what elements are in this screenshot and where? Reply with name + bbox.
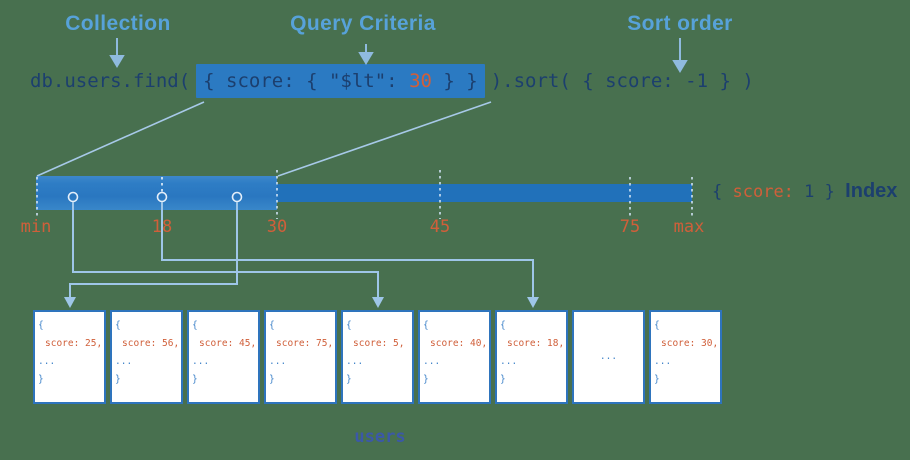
connector-to-doc-score18 (161, 202, 534, 299)
index-value: 1 (804, 182, 815, 202)
document-score: score: 40, (430, 338, 488, 349)
doc-ellipsis: ... (346, 356, 364, 367)
query-criteria-label: Query Criteria (290, 12, 436, 35)
document-card: {score: 40,...} (418, 310, 491, 404)
doc-brace-open: { (269, 320, 275, 331)
doc-brace-open: { (500, 320, 506, 331)
tick-label-18: 18 (151, 217, 173, 237)
doc-brace-close: } (269, 374, 275, 385)
collection-name-label: users (354, 427, 406, 447)
doc-ellipsis: ... (500, 356, 518, 367)
document-score: score: 75, (276, 338, 334, 349)
code-suffix: ).sort( { score: -1 } ) (490, 70, 754, 92)
doc-ellipsis: ... (423, 356, 441, 367)
doc-brace-close: } (192, 374, 198, 385)
doc-brace-close: } (654, 374, 660, 385)
doc-arrowhead-icon (527, 297, 539, 308)
query-value: 30 (409, 70, 432, 92)
doc-brace-open: { (654, 320, 660, 331)
document-score: score: 5, (353, 338, 405, 349)
code-prefix: db.users.find( (30, 70, 191, 92)
doc-brace-close: } (38, 374, 44, 385)
document-card: {score: 75,...} (264, 310, 337, 404)
document-card: {score: 45,...} (187, 310, 260, 404)
document-score: score: 30, (661, 338, 719, 349)
index-bar-scanned-range (36, 176, 277, 210)
document-score: score: 25, (45, 338, 103, 349)
document-score: score: 45, (199, 338, 257, 349)
tick-label-min: min (20, 217, 52, 237)
query-arrowhead-icon (358, 52, 374, 65)
document-card-ellipsis: ... (572, 310, 645, 404)
index-brace-open: { (712, 182, 723, 202)
range-diagonal-left (36, 101, 205, 177)
document-score: score: 56, (122, 338, 180, 349)
range-diagonal-right (277, 101, 492, 177)
doc-arrowhead-icon (64, 297, 76, 308)
tick-label-max: max (673, 217, 705, 237)
doc-brace-close: } (423, 374, 429, 385)
doc-brace-open: { (192, 320, 198, 331)
doc-brace-close: } (346, 374, 352, 385)
doc-ellipsis: ... (269, 356, 287, 367)
query-post: } } (431, 70, 478, 92)
document-card: {score: 18,...} (495, 310, 568, 404)
tick-label-45: 45 (429, 217, 451, 237)
index-word: Index (845, 180, 898, 202)
query-criteria-highlight: { score: { "$lt": 30 } } (196, 64, 485, 98)
document-card: {score: 25,...} (33, 310, 106, 404)
index-annotation: { score: 1 } Index (712, 180, 897, 203)
collection-label: Collection (65, 12, 171, 35)
doc-brace-close: } (115, 374, 121, 385)
document-score: score: 18, (507, 338, 565, 349)
doc-ellipsis: ... (654, 356, 672, 367)
doc-ellipsis: ... (599, 351, 618, 362)
doc-brace-close: } (500, 374, 506, 385)
connector-to-doc-score5 (72, 202, 379, 299)
tick-label-30: 30 (266, 217, 288, 237)
index-bar (277, 184, 692, 202)
index-brace-close: } (824, 182, 835, 202)
doc-arrowhead-icon (372, 297, 384, 308)
document-card: {score: 30,...} (649, 310, 722, 404)
index-field: score: (732, 182, 794, 202)
doc-ellipsis: ... (192, 356, 210, 367)
sort-order-label: Sort order (627, 12, 733, 35)
doc-ellipsis: ... (115, 356, 133, 367)
doc-brace-open: { (423, 320, 429, 331)
query-pre: { score: { "$lt": (203, 70, 410, 92)
document-card: {score: 5,...} (341, 310, 414, 404)
doc-brace-open: { (115, 320, 121, 331)
doc-brace-open: { (38, 320, 44, 331)
document-card: {score: 56,...} (110, 310, 183, 404)
doc-brace-open: { (346, 320, 352, 331)
tick-label-75: 75 (619, 217, 641, 237)
doc-ellipsis: ... (38, 356, 56, 367)
query-code-line: db.users.find( { score: { "$lt": 30 } } … (30, 64, 754, 98)
